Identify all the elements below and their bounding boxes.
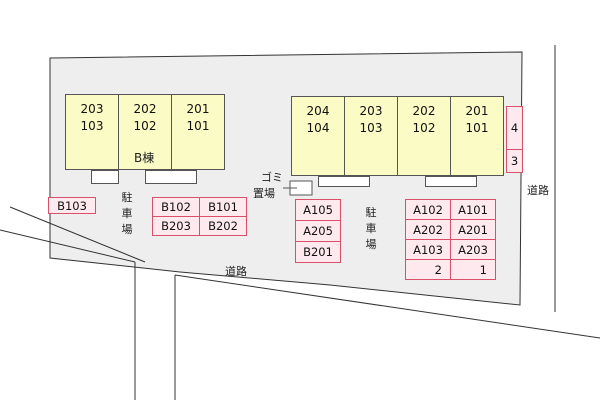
- parking-space: A202: [405, 219, 451, 240]
- unit-number: 104: [306, 121, 330, 135]
- parking-space-side: 4: [506, 106, 523, 150]
- entrance: [91, 170, 119, 184]
- label-line: 置場: [253, 187, 275, 200]
- space-label: A205: [303, 224, 333, 238]
- space-label: A203: [458, 242, 488, 257]
- label-char: 駐: [121, 191, 133, 204]
- building-b-name: B棟: [134, 151, 155, 165]
- space-label: A201: [458, 222, 488, 237]
- unit-number: 203: [359, 104, 383, 118]
- parking-space-side: 3: [506, 149, 523, 173]
- space-label: 4: [510, 121, 519, 135]
- unit-b-201-101: 201 101: [171, 94, 225, 170]
- road-edge-upper: [9, 206, 146, 263]
- unit-number: 102: [412, 121, 436, 135]
- unit-b-202-102: 202 102: [118, 94, 172, 170]
- entrance: [318, 176, 370, 187]
- parking-space: 2: [405, 259, 451, 280]
- parking-space: B202: [199, 216, 247, 236]
- parking-space: B201: [295, 241, 341, 263]
- label-char: 車: [365, 222, 377, 235]
- unit-number: 101: [186, 119, 210, 133]
- parking-space: A201: [450, 219, 496, 240]
- road-edge-long: [174, 274, 600, 339]
- space-label: B203: [161, 219, 191, 233]
- space-label: 3: [510, 154, 519, 168]
- space-label: A101: [458, 202, 488, 217]
- unit-number: 202: [133, 102, 157, 116]
- unit-a-203-103: 203 103: [344, 96, 398, 176]
- parking-space: B101: [199, 197, 247, 217]
- space-label: B101: [208, 200, 238, 214]
- unit-number: 201: [186, 102, 210, 116]
- unit-number: 101: [465, 121, 489, 135]
- parking-space: A102: [405, 199, 451, 220]
- label-char: 場: [121, 223, 133, 236]
- parking-space: A205: [295, 220, 341, 242]
- space-label: B202: [208, 219, 238, 233]
- unit-number: 204: [306, 104, 330, 118]
- road-edge-lower: [0, 229, 136, 263]
- unit-a-202-102: 202 102: [397, 96, 451, 176]
- label-char: 車: [121, 207, 133, 220]
- space-label: A202: [413, 222, 443, 237]
- garbage-label: ゴミ 置場: [253, 170, 283, 202]
- unit-a-204-104: 204 104: [291, 96, 345, 176]
- space-label: A102: [413, 202, 443, 217]
- parking-space: B203: [152, 216, 200, 236]
- unit-b-203-103: 203 103: [65, 94, 119, 170]
- label-char: 駐: [365, 206, 377, 219]
- unit-number: 103: [80, 119, 104, 133]
- space-label: B103: [57, 198, 87, 213]
- parking-space: A105: [295, 199, 341, 221]
- unit-number: 103: [359, 121, 383, 135]
- space-label: A103: [413, 242, 443, 257]
- unit-number: 203: [80, 102, 104, 116]
- space-label: 1: [479, 262, 487, 277]
- space-label: B102: [161, 200, 191, 214]
- space-label: B201: [303, 245, 333, 259]
- space-label: A105: [303, 203, 333, 217]
- parking-space: 1: [450, 259, 496, 280]
- entrance: [145, 170, 197, 184]
- unit-number: 102: [133, 119, 157, 133]
- parking-label-right: 駐 車 場: [364, 205, 378, 253]
- label-line: ゴミ: [261, 171, 283, 184]
- parking-space-b103: B103: [48, 197, 96, 214]
- parking-space: B102: [152, 197, 200, 217]
- unit-a-201-101: 201 101: [450, 96, 504, 176]
- space-label: 2: [434, 262, 442, 277]
- road-label-right: 道路: [527, 184, 549, 197]
- unit-number: 202: [412, 104, 436, 118]
- road-label-bottom: 道路: [225, 265, 247, 278]
- parking-space: A101: [450, 199, 496, 220]
- unit-number: 201: [465, 104, 489, 118]
- label-char: 場: [365, 238, 377, 251]
- parking-label-left: 駐 車 場: [120, 190, 134, 238]
- entrance: [425, 176, 477, 187]
- parking-space: A103: [405, 239, 451, 260]
- parking-space: A203: [450, 239, 496, 260]
